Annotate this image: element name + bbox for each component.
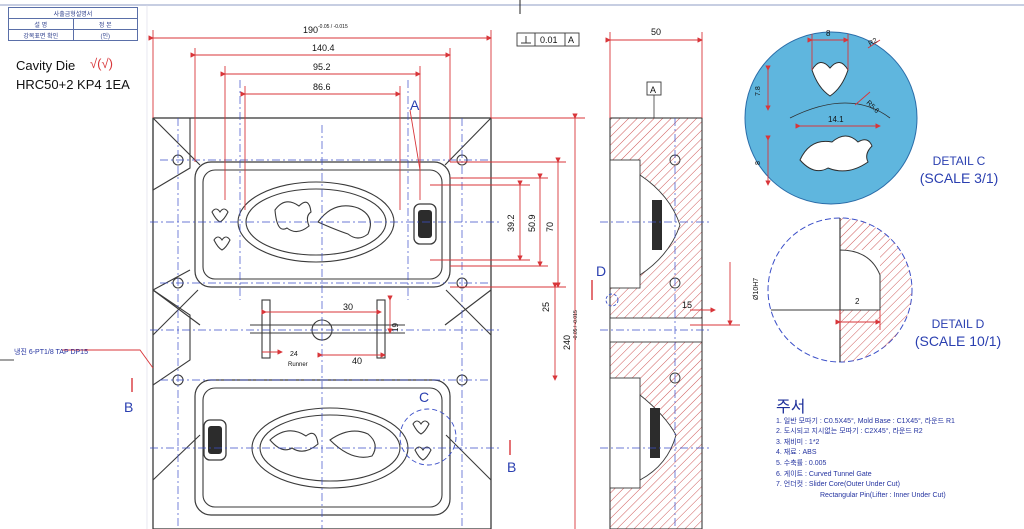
detail-c-scale: (SCALE 3/1) — [919, 170, 999, 186]
note-item: 5. 수축률 : 0.005 — [776, 459, 827, 467]
dim-30: 30 — [343, 302, 353, 312]
dim-40: 40 — [352, 356, 362, 366]
detail-c-caption: DETAIL C (SCALE 3/1) — [900, 153, 1018, 187]
detail-d-caption: DETAIL D (SCALE 10/1) — [898, 316, 1018, 350]
section-view — [516, 32, 740, 529]
dim-15: 15 — [682, 300, 692, 310]
det-d-2: 2 — [855, 297, 860, 306]
label-b1: B — [124, 399, 133, 415]
note-item: Rectangular Pin(Lifter : Inner Under Cut… — [820, 491, 946, 499]
title-cell-1: 설 명 — [34, 22, 48, 29]
label-a: A — [410, 97, 420, 113]
notes-heading: 주서 — [776, 399, 806, 416]
dim-25: 25 — [541, 302, 551, 312]
tap-note: 냉진 6-PT1/8 TAP DP15 — [14, 347, 88, 356]
label-d: D — [596, 263, 606, 279]
note-item: 6. 게이트 : Curved Tunnel Gate — [776, 470, 872, 478]
det-c-78: 7.8 — [755, 86, 762, 96]
title-cell-2: 정 본 — [72, 19, 138, 29]
title-block-header: 사출금형설명서 — [53, 11, 93, 18]
label-c: C — [419, 389, 429, 405]
det-c-r2: R2 — [868, 37, 879, 48]
dim-190: 190 — [303, 25, 318, 35]
dim-190-tol: -0.05 / -0.015 — [318, 24, 348, 30]
note-item: 1. 일반 모따기 : C0.5X45°, Mold Base : C1X45°… — [776, 417, 955, 425]
runner-label: Runner — [288, 362, 308, 368]
label-b2: B — [507, 459, 516, 475]
dim-70: 70 — [545, 222, 555, 232]
center-lines — [150, 80, 500, 529]
dim-24: 24 — [290, 351, 298, 358]
det-c-141: 14.1 — [828, 115, 844, 124]
dim-140: 140.4 — [312, 43, 335, 53]
dim-240-tol: -0.05 / -0.015 — [573, 310, 579, 340]
part-name: Cavity Die — [16, 58, 76, 73]
dim-top50: 50 — [651, 27, 661, 37]
detail-d-title: DETAIL D — [931, 317, 985, 331]
dim-240: 240 — [562, 335, 572, 350]
notes-block: 주서 1. 일반 모따기 : C0.5X45°, Mold Base : C1X… — [776, 399, 1024, 501]
tol-datum: A — [568, 35, 574, 45]
detail-c — [744, 31, 918, 205]
part-spec: HRC50+2 KP4 1EA — [16, 77, 130, 92]
tol-value: 0.01 — [540, 35, 558, 45]
title-cell-3: 강목표면 확인 — [23, 33, 59, 40]
dim-19: 19 — [391, 323, 400, 332]
dimension-lines — [62, 30, 585, 529]
surface-finish-icon: √(√) — [90, 56, 113, 71]
dim-95: 95.2 — [313, 62, 331, 72]
note-item: 4. 재료 : ABS — [776, 449, 817, 457]
note-item: 7. 언더컷 : Slider Core(Outer Under Cut) — [776, 481, 900, 489]
note-item: 3. 재비미 : 1*2 — [776, 438, 820, 446]
dim-50: 50.9 — [527, 214, 537, 232]
dim-39: 39.2 — [506, 214, 516, 232]
label-datum-a: A — [650, 85, 656, 95]
title-block: 사출금형설명서 설 명 정 본 강목표면 확인 (인) — [8, 7, 138, 41]
det-c-8b: 8 — [755, 161, 762, 165]
det-c-8: 8 — [826, 29, 831, 38]
title-cell-4: (인) — [72, 30, 138, 40]
detail-d-scale: (SCALE 10/1) — [914, 333, 1002, 349]
dim-10h7: Ø10H7 — [753, 278, 760, 300]
dim-86: 86.6 — [313, 82, 331, 92]
detail-c-title: DETAIL C — [932, 154, 986, 168]
note-item: 2. 도시되고 지시없는 모따기 : C2X45°, 라운드 R2 — [776, 428, 923, 436]
